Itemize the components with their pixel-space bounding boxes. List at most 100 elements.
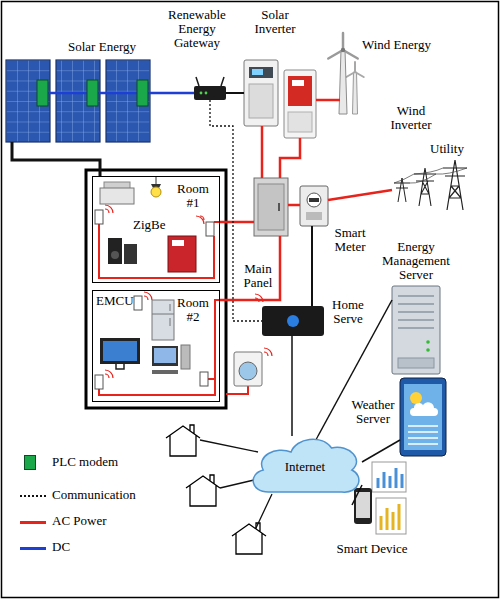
turbine-blades: [328, 33, 357, 59]
smart-meter-node: Smart Meter: [300, 186, 328, 226]
caption-text: Solar Inverter: [248, 8, 302, 36]
server-vent: [398, 358, 434, 368]
solar-panel: [6, 60, 50, 142]
caption-text: Room #2: [175, 296, 211, 324]
home-server-logo: [287, 315, 299, 327]
solar-panel: [56, 60, 100, 142]
house-icon: [186, 475, 220, 506]
weather-server-node: Weather Server: [400, 378, 446, 456]
wireless-signal: [105, 370, 113, 378]
refrigerator-door: [152, 304, 174, 326]
server-node: Energy Management Server: [392, 286, 440, 374]
pc-tower: [181, 345, 190, 369]
turbine-blades: [346, 62, 363, 77]
weather-rows: [408, 426, 438, 444]
wireless-signal: [144, 292, 152, 300]
legend-line-sample: [20, 521, 46, 524]
connector-wire: [220, 221, 254, 224]
printer: [100, 188, 134, 204]
connector-wire: [362, 440, 400, 462]
speaker: [108, 238, 122, 264]
turbine-tower: [353, 72, 358, 114]
main-panel-door: [258, 184, 284, 230]
outlet: [134, 296, 142, 310]
wind-inverter-front: [288, 76, 312, 106]
gateway-led: [205, 92, 208, 95]
plc-modem: [87, 80, 98, 106]
chart-bars: [381, 504, 399, 530]
server-led: [426, 340, 430, 344]
caption-text: Renewable Energy Gateway: [161, 8, 233, 50]
ac-wire: [226, 386, 248, 394]
connector-wire: [328, 190, 392, 200]
wireless-signal: [196, 216, 204, 224]
pylon: [443, 160, 467, 210]
legend-line-sample: [20, 495, 46, 497]
chart-panel: [376, 498, 406, 534]
connector-wire: [288, 204, 300, 207]
caption-text: Smart Meter: [330, 226, 370, 254]
legend-line-sample: [20, 547, 46, 550]
speaker-cone: [111, 251, 119, 259]
chart-bars: [378, 468, 402, 488]
weather-cloud: [410, 402, 438, 416]
legend-text: AC Power: [52, 514, 107, 528]
solar-inverter-screen: [252, 69, 263, 75]
connector-wire: [261, 126, 264, 178]
smartphone-screen: [356, 492, 370, 518]
lamp-cord: [156, 177, 157, 184]
smart-device-node: Smart Device: [352, 460, 408, 536]
appliance-red: [168, 236, 196, 272]
stereo: [124, 244, 137, 264]
connector-wire: [152, 92, 194, 95]
wireless-signal: [264, 348, 272, 356]
node-text: Internet: [248, 460, 362, 474]
smart-meter-dial: [307, 193, 321, 207]
wind-inverter-body: [284, 70, 316, 138]
television-screen: [103, 341, 137, 361]
caption-text: Main Panel: [238, 262, 278, 290]
chart-panel: [372, 462, 406, 492]
pylon: [394, 178, 410, 202]
connector-wire: [12, 142, 100, 176]
cloud-node: Internet: [248, 436, 362, 498]
server-slots: [398, 296, 434, 328]
gateway-node: Renewable Energy Gateway: [194, 86, 226, 100]
gateway-led: [200, 92, 203, 95]
caption-text: Weather Server: [348, 398, 398, 426]
legend-text: PLC modem: [52, 455, 118, 469]
solar-inverter-front: [249, 84, 273, 118]
television-stand: [116, 364, 124, 369]
house-icon: [232, 523, 266, 554]
keyboard: [152, 370, 178, 374]
smart-meter-display: [309, 198, 319, 202]
wind-inverter-base: [288, 112, 312, 132]
gateway-device: [194, 86, 226, 100]
weather-screen: [404, 384, 442, 450]
outlet: [95, 375, 103, 389]
refrigerator: [152, 300, 174, 340]
home-server-body: [262, 306, 324, 336]
smart-meter-base: [306, 212, 322, 220]
connector-wire: [291, 336, 293, 436]
legend-text: DC: [52, 540, 70, 554]
television: [100, 338, 140, 364]
wind-inverter-display: [292, 80, 304, 86]
main-panel-handle: [278, 203, 280, 211]
utility-node: Utility: [392, 160, 476, 210]
washing-machine: [234, 352, 262, 386]
outlet: [206, 222, 214, 236]
lamp-bulb: [151, 187, 161, 197]
washing-machine-door: [239, 362, 257, 380]
turbine-hub: [341, 48, 345, 52]
connector-wire: [220, 236, 280, 300]
wind-inverter-node: Wind Inverter: [284, 70, 316, 138]
controller-label: EMCU: [96, 294, 134, 308]
caption-text: Wind Energy: [362, 38, 431, 52]
room-ac-wiring: [99, 300, 220, 395]
weather-sun: [410, 392, 422, 404]
solar-panel: [106, 60, 150, 142]
server-body: [392, 286, 440, 374]
